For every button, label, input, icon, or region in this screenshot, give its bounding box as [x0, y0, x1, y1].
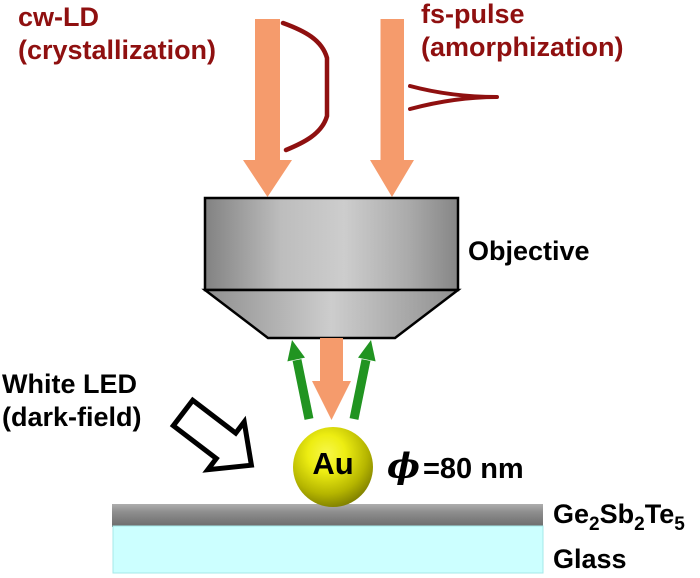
white-led-block-arrow-icon	[169, 396, 255, 473]
gst-subscript: 5	[674, 514, 685, 535]
focused-beam-down-arrow-icon	[312, 338, 351, 420]
objective-label: Objective	[468, 236, 590, 266]
gold-particle-label: Au	[312, 446, 354, 481]
diameter-label: ϕ =80 nm	[387, 446, 524, 487]
gst-subscript: 2	[589, 514, 600, 535]
glass-substrate-layer	[112, 525, 544, 574]
gst-element: Ge	[553, 499, 590, 529]
white-led-label-line2: (dark-field)	[2, 402, 142, 432]
objective-nose	[201, 288, 462, 340]
gst-subscript: 2	[634, 514, 645, 535]
gst-film-layer	[112, 504, 543, 527]
gst-element: Sb	[599, 499, 635, 529]
gst-layer-label: Ge2Sb2Te5	[553, 499, 685, 536]
fs-beam-down-arrow-icon	[370, 19, 414, 197]
scattered-light-up-arrow-icon	[349, 340, 376, 420]
white-led-label-line1: White LED	[2, 369, 137, 399]
scattered-light-up-arrow-icon	[287, 340, 314, 420]
gst-element: Te	[644, 499, 675, 529]
phi-symbol: ϕ	[387, 446, 420, 487]
fs-pulse-label-line2: (amorphization)	[421, 32, 624, 62]
fs-pulse-label: fs-pulse (amorphization)	[421, 0, 624, 64]
cw-ld-label: cw-LD (crystallization)	[18, 1, 216, 67]
fs-short-pulse-curve	[408, 84, 499, 111]
glass-label: Glass	[553, 544, 627, 574]
diameter-value: =80 nm	[422, 453, 524, 485]
objective-body	[203, 196, 460, 292]
white-led-label: White LED (dark-field)	[2, 368, 142, 434]
cw-ld-label-line2: (crystallization)	[18, 35, 217, 65]
fs-pulse-label-line1: fs-pulse	[421, 0, 525, 29]
gold-nanoparticle	[293, 427, 373, 507]
cw-beam-down-arrow-icon	[243, 19, 292, 197]
cw-long-pulse-curve	[280, 20, 330, 153]
cw-ld-label-line1: cw-LD	[18, 2, 99, 32]
